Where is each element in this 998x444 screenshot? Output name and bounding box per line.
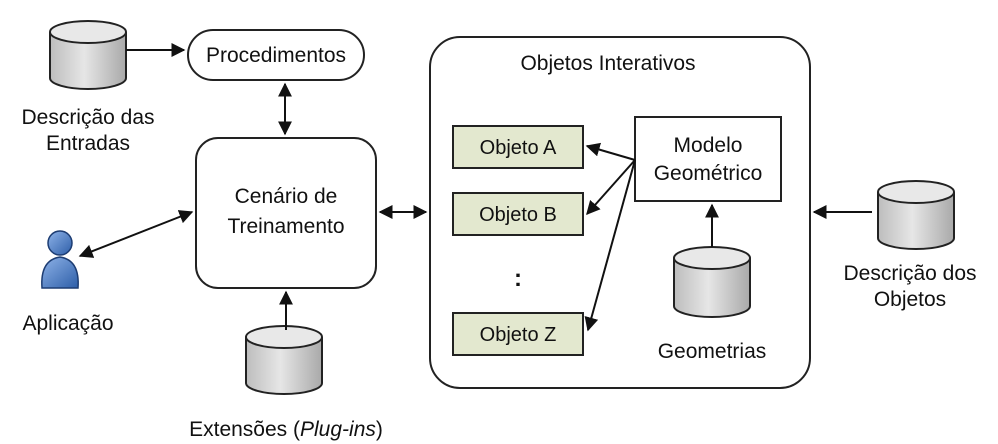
objects-ellipsis: : [514,265,522,292]
training-label-line2: Treinamento [227,215,344,238]
inputs-label-line2: Entradas [46,132,130,155]
geometries-database-icon [673,246,751,318]
object-z-node [452,312,584,356]
procedures-node [187,29,365,81]
training-scenario-node [195,137,377,289]
objects-database-icon [877,180,955,250]
objects-db-label-line2: Objetos [874,288,946,311]
geometric-model-node [634,116,782,202]
object-b-node [452,192,584,236]
arrow-model-to-object-a [585,142,636,161]
application-label: Aplicação [22,312,113,335]
interactive-objects-title: Objetos Interativos [520,52,695,75]
user-icon [41,230,79,289]
object-z-label: Objeto Z [480,324,557,346]
extensions-label: Extensões (Plug-ins) [189,418,383,441]
object-b-label: Objeto B [479,204,557,226]
arrow-model-to-object-b [586,159,636,216]
inputs-label-line1: Descrição das [21,106,154,129]
object-a-node [452,125,584,169]
object-a-label: Objeto A [480,137,557,159]
arrow-application-training [78,210,194,258]
procedures-label: Procedimentos [206,44,346,67]
inputs-database-icon [49,20,127,90]
arrow-model-to-object-z [584,159,636,332]
extensions-database-icon [245,325,323,395]
model-label-line1: Modelo [674,134,743,157]
training-label-line1: Cenário de [235,185,338,208]
geometries-label: Geometrias [658,340,767,363]
model-label-line2: Geométrico [654,162,763,185]
objects-db-label-line1: Descrição dos [843,262,976,285]
